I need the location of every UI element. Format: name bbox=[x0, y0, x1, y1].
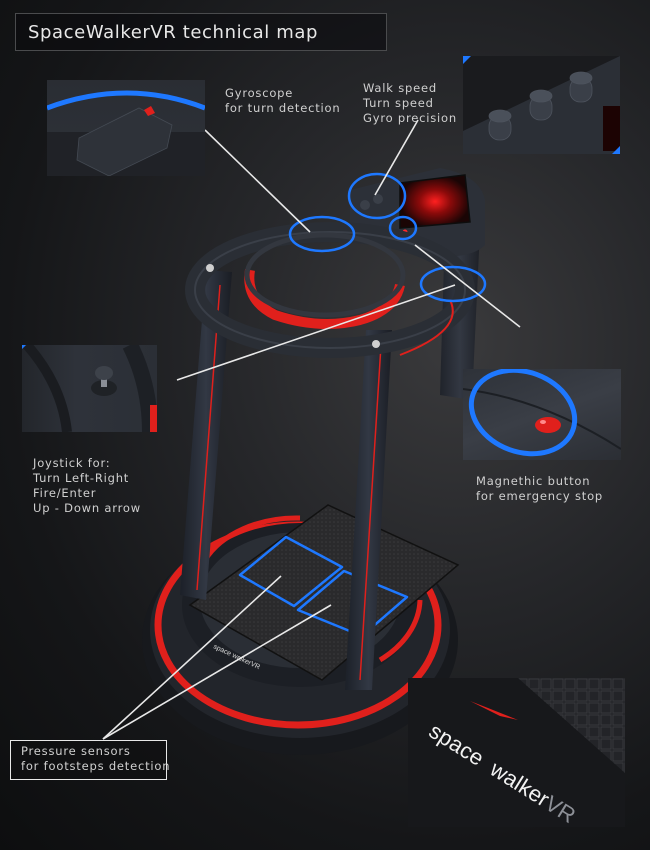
panel-corner-marker bbox=[612, 146, 620, 154]
logo-illustration bbox=[408, 678, 625, 827]
logo-detail-panel: space walkerVR bbox=[408, 678, 625, 827]
knobs-detail-panel bbox=[463, 56, 620, 154]
joystick-detail-panel bbox=[22, 345, 157, 432]
emergency-detail-panel bbox=[463, 369, 621, 460]
page-title: SpaceWalkerVR technical map bbox=[28, 22, 319, 43]
highlight-circles bbox=[288, 172, 487, 303]
emergency-label: Magnethic button for emergency stop bbox=[476, 474, 604, 503]
callout-lines bbox=[102, 119, 521, 740]
panel-corner-marker bbox=[463, 56, 471, 64]
joystick-label: Joystick for: Turn Left-Right Fire/Enter… bbox=[33, 456, 141, 515]
pressure-callout-box bbox=[10, 740, 167, 780]
knobs-label: Walk speed Turn speed Gyro precision bbox=[363, 81, 457, 125]
gyroscope-illustration bbox=[47, 90, 205, 176]
gyroscope-detail-panel bbox=[47, 80, 205, 176]
gyroscope-label: Gyroscope for turn detection bbox=[225, 86, 341, 115]
waist-ring bbox=[185, 222, 475, 358]
pressure-label: Pressure sensors for footsteps detection bbox=[21, 744, 171, 773]
panel-corner-marker bbox=[22, 345, 26, 349]
knobs-illustration bbox=[463, 56, 620, 154]
title-box bbox=[15, 13, 387, 51]
emergency-illustration bbox=[463, 369, 621, 457]
joystick-illustration bbox=[23, 345, 157, 432]
